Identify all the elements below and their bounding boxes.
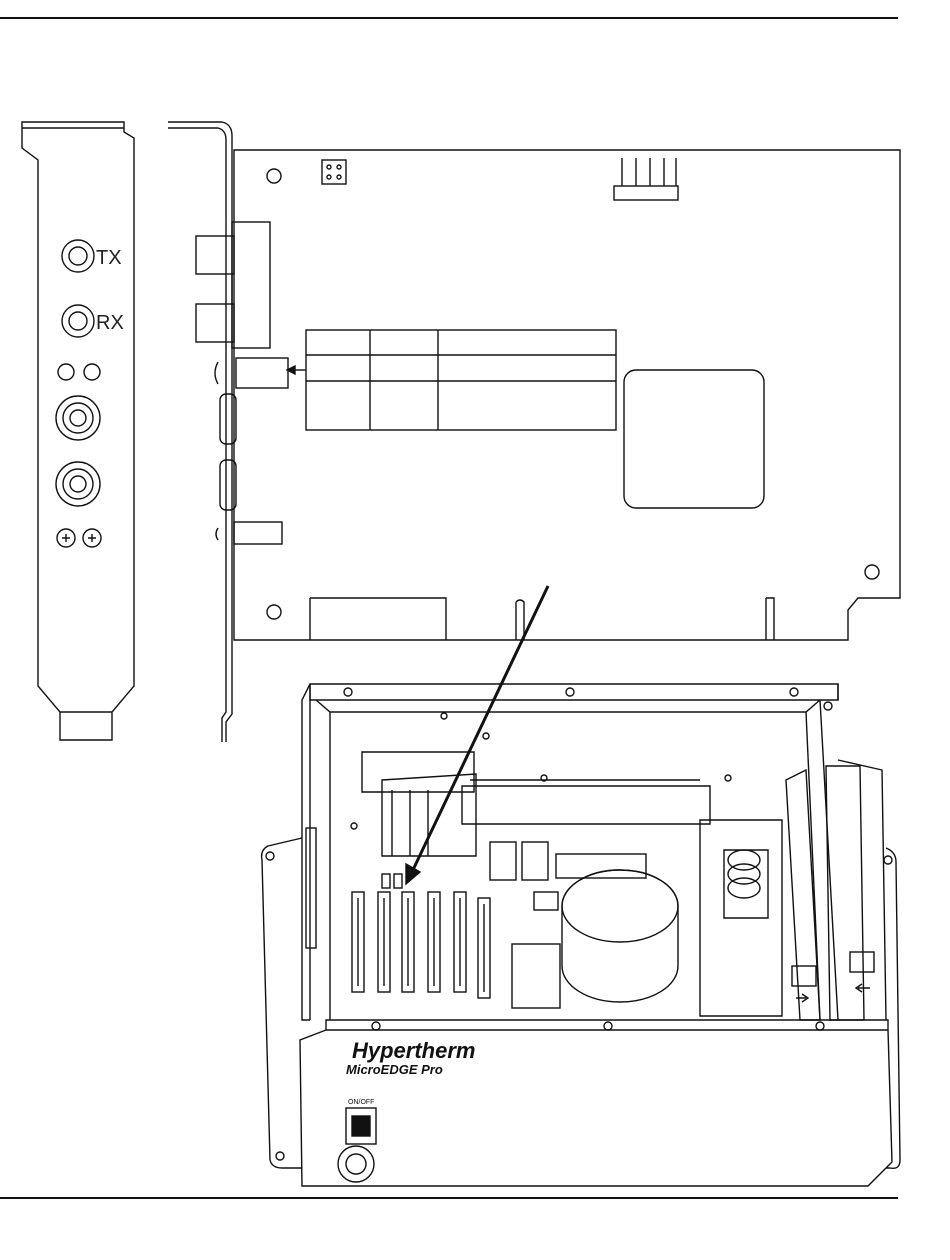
- header-connector: [614, 158, 678, 200]
- led-icon: [58, 364, 74, 380]
- connector-side: [234, 522, 282, 544]
- led-icon: [84, 364, 100, 380]
- controller-enclosure: Hypertherm MicroEDGE Pro ON/OFF: [262, 684, 900, 1186]
- rx-connector-icon: [62, 305, 94, 337]
- connector-housing: [232, 222, 270, 348]
- jumper-block: [322, 160, 346, 184]
- screw-icon: [790, 688, 798, 696]
- pci-bracket-side: [168, 122, 232, 742]
- mounting-hole-icon: [865, 565, 879, 579]
- connector-highlighted: [236, 358, 288, 388]
- chip: [624, 370, 764, 508]
- install-arrow: [412, 586, 548, 872]
- switch-label: ON/OFF: [348, 1099, 374, 1106]
- screw-icon: [372, 1022, 380, 1030]
- mounting-hole-icon: [266, 852, 274, 860]
- fan-vent: [850, 952, 874, 972]
- mounting-hole-icon: [276, 1152, 284, 1160]
- screw-icon: [566, 688, 574, 696]
- tx-label: TX: [96, 247, 122, 269]
- backplane-slots: [352, 892, 490, 998]
- callout-table: [287, 330, 616, 430]
- mounting-hole-icon: [884, 856, 892, 864]
- pci-card: [196, 150, 900, 640]
- screw-icon: [824, 702, 832, 710]
- connector-port: [196, 236, 234, 274]
- fan-vent: [792, 966, 816, 986]
- component: [512, 944, 560, 1008]
- screw-icon: [604, 1022, 612, 1030]
- rx-label: RX: [96, 312, 124, 334]
- brand-logo: Hypertherm: [352, 1038, 475, 1063]
- side-vent: [306, 828, 316, 948]
- connector-port: [196, 304, 234, 342]
- mounting-hole-icon: [267, 169, 281, 183]
- model-label: MicroEDGE Pro: [346, 1062, 443, 1077]
- screw-icon: [344, 688, 352, 696]
- mounting-hole-icon: [267, 605, 281, 619]
- tx-connector-icon: [62, 240, 94, 272]
- screw-icon: [816, 1022, 824, 1030]
- power-knob-icon[interactable]: [338, 1146, 374, 1182]
- transformer: [562, 870, 678, 1002]
- pci-bracket-front: TX RX: [22, 122, 134, 740]
